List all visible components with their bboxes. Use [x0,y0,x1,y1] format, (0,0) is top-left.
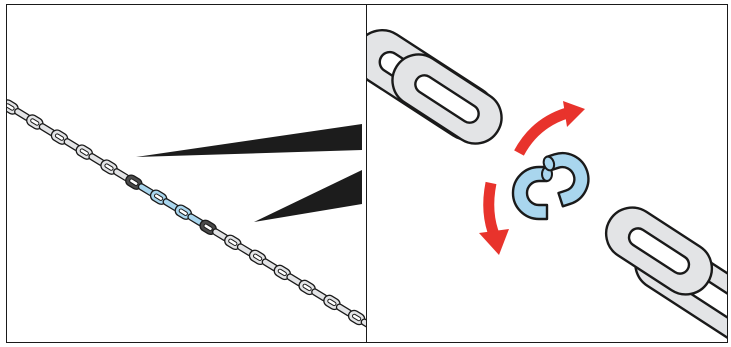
chain-links-group [7,99,367,332]
open-link-illustration [367,29,727,342]
chain-overview-illustration [7,99,367,332]
open-link-detail-panel [366,4,728,343]
open-link-half-left [511,165,553,221]
chain-link-steel [360,318,367,332]
curved-double-arrow-icon [479,101,585,255]
steel-link-lower-right-inner [604,206,714,296]
open-link-half-right [542,151,590,208]
chain-overview-panel [6,4,368,343]
chain-link-steel [100,159,118,175]
steel-link-upper-left-inner [391,53,503,145]
chain-link-steel [75,144,94,160]
chain-link-steel [273,264,292,281]
chain-link-marker [199,219,217,236]
chain-link-steel [248,249,267,266]
